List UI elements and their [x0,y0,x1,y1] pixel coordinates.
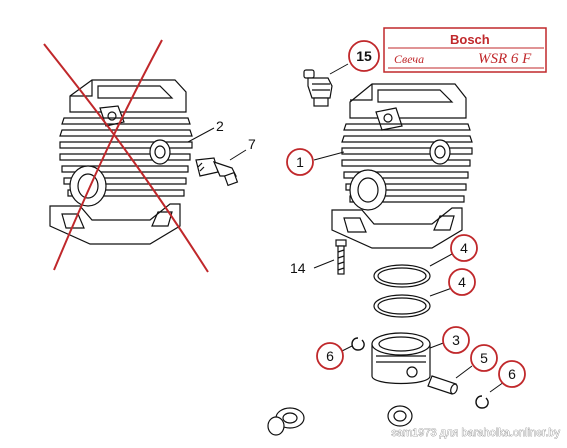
spark-plug-note: Bosch Свеча WSR 6 F [383,27,547,73]
callout-7: 7 [248,136,256,152]
circlip-right [475,395,489,409]
callout-3: 3 [452,332,460,348]
old-cylinder [49,79,193,245]
callout-15: 15 [356,48,372,64]
piston [371,332,431,385]
leader-14 [313,259,335,269]
piston-ring-lower [373,294,431,318]
bearing-left [267,407,305,436]
callout-circle-5 [470,344,498,372]
leader-1 [313,151,345,161]
cross-out-mark [43,39,209,273]
callout-2: 2 [216,118,224,134]
callout-circle-6b [498,360,526,388]
decompression-valve [195,157,239,187]
new-cylinder [331,83,473,249]
note-label: Свеча [394,52,424,66]
note-model: WSR 6 F [478,51,532,67]
callout-circle-4b [448,268,476,296]
leader-6b [489,381,505,393]
callout-6b: 6 [508,366,516,382]
callout-circle-15 [348,40,380,72]
callout-1: 1 [296,154,304,170]
leader-5 [455,365,473,379]
callout-5: 5 [480,350,488,366]
note-box [383,27,547,73]
leader-15 [329,63,349,75]
callout-4a: 4 [460,240,468,256]
callout-circle-4a [450,234,478,262]
leader-4b [429,287,453,297]
callout-circle-3 [442,326,470,354]
callout-4b: 4 [458,274,466,290]
leader-2 [187,127,215,143]
piston-pin [427,375,458,395]
callout-14: 14 [290,260,306,276]
leader-7 [229,149,247,161]
callout-circle-6a [316,342,344,370]
note-brand: Bosch [450,32,490,47]
watermark: sam1973 для baraholka.onliner.by [391,427,560,439]
spark-plug [303,69,333,107]
circlip-left [351,337,365,351]
leader-4a [429,253,453,267]
callout-circle-1 [286,148,314,176]
piston-ring-upper [373,264,431,288]
callout-6a: 6 [326,348,334,364]
bearing-right [387,405,413,427]
bolt [335,239,347,275]
